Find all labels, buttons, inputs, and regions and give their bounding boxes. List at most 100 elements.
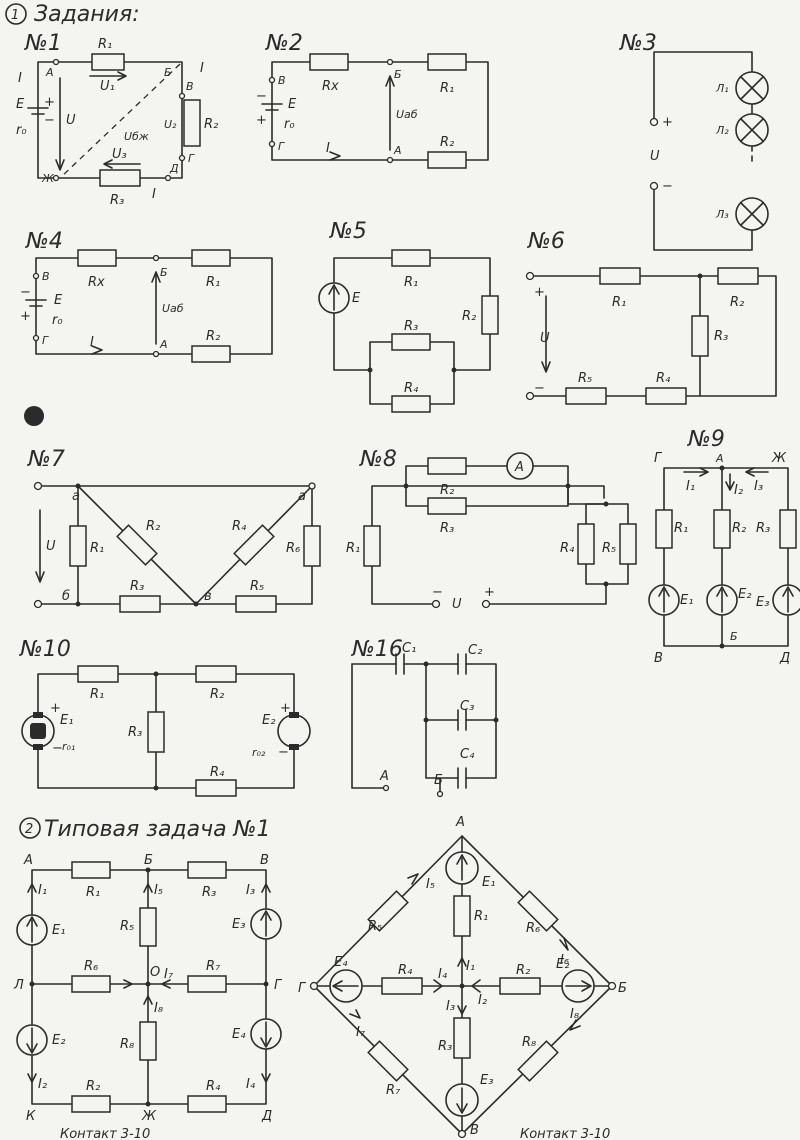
- resistor-r2: [116, 524, 158, 566]
- p10-label-e2: E₂: [262, 713, 275, 728]
- problem-4: №4 Rx R₁ R₂ E r₀ Uаб I − + В Б Г А: [20, 229, 273, 363]
- node-zh: [52, 174, 60, 182]
- p16-node-b: Б: [434, 773, 443, 788]
- node-v: [268, 76, 276, 84]
- resistor-r7: [367, 1040, 409, 1082]
- t1-label-r4: R₄: [206, 1079, 221, 1094]
- source-e1: [16, 914, 48, 946]
- p1-node-a: А: [45, 66, 54, 79]
- t1-node-l: Л: [13, 978, 24, 993]
- p4-label-r1: R₁: [206, 275, 220, 290]
- t2-node-v: В: [470, 1123, 479, 1138]
- current-arrow: [329, 151, 341, 161]
- problem-2-title: №2: [265, 31, 303, 56]
- p7-node-a2: а: [298, 489, 306, 504]
- p16-label-c4: C₄: [460, 747, 475, 762]
- typical-task-grid: R₁ R₂ R₃ R₄ R₅ R₆ R₇ R₈ E₁ E₂ E₃ E₄ I₁ I…: [13, 853, 283, 1124]
- t2-label-i4: I₄: [438, 967, 448, 982]
- t2-node-g: Г: [298, 981, 307, 996]
- p10-label-r01: r₀₁: [62, 740, 75, 753]
- section-2-header: 2 Типовая задача №1: [19, 817, 270, 842]
- p9-node-d: Д: [779, 651, 790, 666]
- p4-label-e: E: [54, 293, 63, 308]
- problem-5: №5 R₁ R₂ R₃ R₄ E: [318, 219, 499, 413]
- resistor-r8: [517, 1040, 559, 1082]
- t2-label-r8: R₈: [522, 1035, 536, 1050]
- resistor-r1: [91, 53, 125, 71]
- t2-label-i7: I₇: [356, 1025, 366, 1040]
- current-arrow: [91, 345, 103, 355]
- t2-label-i6: I₆: [560, 953, 569, 968]
- node-g: [268, 140, 276, 148]
- resistor-r2: [427, 151, 467, 169]
- p9-label-r3: R₃: [756, 521, 770, 536]
- p10-label-plus-left: +: [50, 701, 61, 716]
- t2-label-r3: R₃: [438, 1039, 452, 1054]
- t1-label-r7: R₇: [206, 959, 221, 974]
- t1-label-r1: R₁: [86, 885, 100, 900]
- p10-label-r3: R₃: [128, 725, 142, 740]
- p2-label-i: I: [326, 141, 330, 156]
- resistor-r6: [517, 890, 559, 932]
- p7-node-b: б: [62, 589, 70, 604]
- t1-label-e3: E₃: [232, 917, 245, 932]
- terminal-minus: [649, 181, 659, 191]
- node-d: [164, 174, 172, 182]
- p8-label-r1: R₁: [346, 541, 360, 556]
- source-e4: [329, 969, 363, 1003]
- p1-label-i-left: I: [18, 71, 22, 86]
- resistor-r1: [71, 861, 111, 879]
- resistor-r2: [713, 509, 731, 549]
- resistor-r1: [191, 249, 231, 267]
- resistor-r6: [71, 975, 111, 993]
- t2-label-i8: I₈: [570, 1007, 579, 1022]
- p4-label-r2: R₂: [206, 329, 220, 344]
- p9-label-r1: R₁: [674, 521, 688, 536]
- problem-5-title: №5: [329, 219, 367, 244]
- t2-label-r4: R₄: [398, 963, 413, 978]
- resistor-r3: [187, 861, 227, 879]
- p2-label-r2: R₂: [440, 135, 454, 150]
- p6-label-r3: R₃: [714, 329, 728, 344]
- t2-label-r7: R₇: [386, 1083, 401, 1098]
- resistor-r6: [303, 525, 321, 567]
- p3-label-plus: +: [662, 115, 673, 130]
- p9-label-r2: R₂: [732, 521, 746, 536]
- source-e3: [445, 1083, 479, 1117]
- resistor-r1: [453, 895, 471, 937]
- p1-label-minus: −: [44, 113, 55, 128]
- t1-label-i4: I₄: [246, 1077, 256, 1092]
- p6-label-r5: R₅: [578, 371, 592, 386]
- generator-e2: [277, 712, 311, 750]
- resistor-r2: [717, 267, 759, 285]
- t1-node-a: А: [23, 853, 33, 868]
- t2-label-i5: I₅: [426, 877, 435, 892]
- resistor-r2: [71, 1095, 111, 1113]
- ink-blot: [24, 406, 44, 426]
- p4-node-a: А: [159, 338, 168, 351]
- resistor-r4: [391, 395, 431, 413]
- resistor-r5: [235, 595, 277, 613]
- source-e2: [706, 584, 738, 616]
- p2-label-e: E: [288, 97, 297, 112]
- problem-2: №2 Rx R₁ R₂ E r₀ Uаб I − + В Б Г А: [256, 31, 489, 169]
- t2-label-i3: I₃: [446, 999, 455, 1014]
- p2-label-plus: +: [256, 113, 267, 128]
- p2-label-r0: r₀: [284, 117, 295, 132]
- t1-label-i1: I₁: [38, 883, 47, 898]
- p6-label-minus: −: [534, 381, 545, 396]
- p7-label-r5: R₅: [250, 579, 264, 594]
- problem-10-title: №10: [19, 637, 71, 662]
- node-g: [32, 334, 40, 342]
- resistor-r2: [481, 295, 499, 335]
- t2-label-r5: R₅: [368, 919, 382, 934]
- p4-label-i: I: [90, 335, 94, 350]
- p10-label-plus-right: +: [280, 701, 291, 716]
- p8-label-r2: R₂: [440, 483, 454, 498]
- problem-6: №6 R₁ R₂ R₃ R₄ R₅ U + −: [525, 229, 777, 405]
- p9-node-b: Б: [730, 630, 738, 643]
- p5-label-e: E: [352, 291, 361, 306]
- resistor-r5: [367, 890, 409, 932]
- resistor-r4: [645, 387, 687, 405]
